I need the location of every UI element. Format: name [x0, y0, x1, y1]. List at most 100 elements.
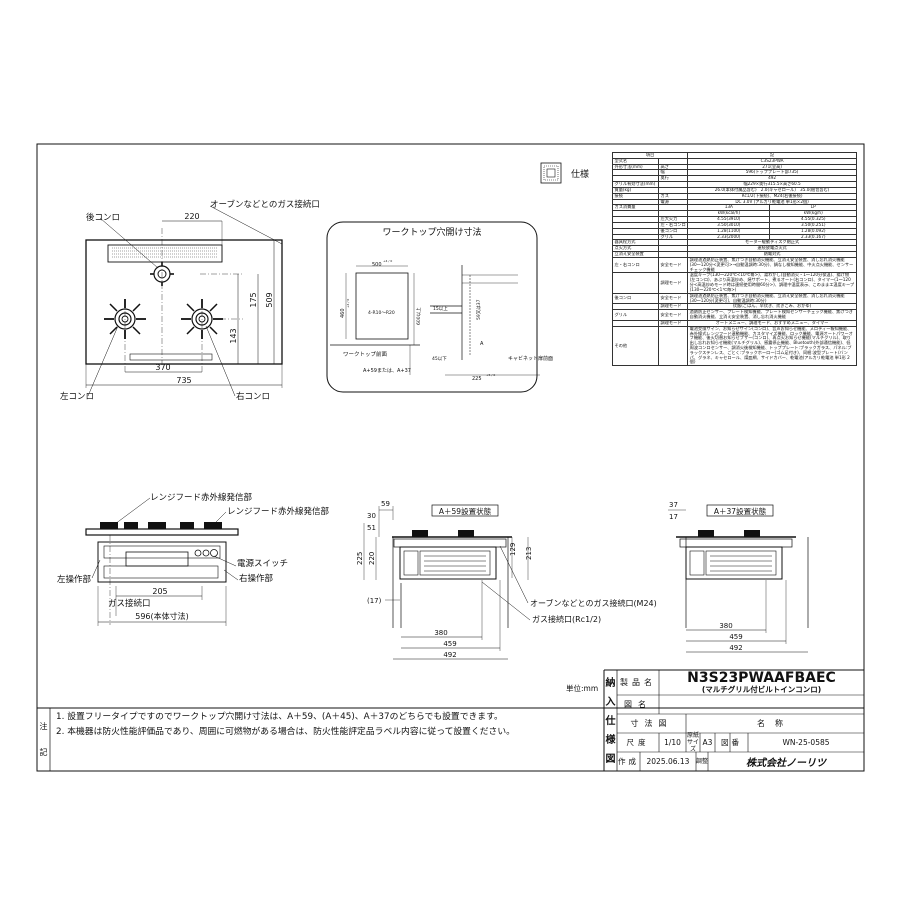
- note-1: 1. 設置フリータイプですのでワークトップ穴開け寸法は、A＋59、(A＋45)、…: [56, 712, 503, 722]
- dim-460: 460: [340, 308, 346, 318]
- spec-sublabel: 調理モード: [657, 272, 689, 294]
- dim-143: 143: [229, 328, 238, 343]
- spec-value: 調理油過熱防止装置、焦げつき自動消火機能、立消え安全装置、消し忘れ消火機能(30…: [687, 256, 857, 274]
- label-formula: A+59または、A+37: [363, 368, 411, 374]
- label-gas-rc: ガス接続口(Rc1/2): [532, 614, 601, 624]
- dim-600: 600以上: [415, 307, 422, 325]
- label-left-control: 左操作部: [57, 574, 92, 585]
- created-date: 2025.06.13: [646, 757, 690, 766]
- side59-title: A＋59設置状態: [439, 506, 492, 516]
- spec-value: 調理油過熱防止装置、焦げつき自動消火機能、立消え安全装置、消し忘れ消火機能(30…: [687, 292, 857, 305]
- spec-sublabel: 安全モード: [657, 309, 689, 321]
- product-name: N3S23PWAAFBAEC: [687, 670, 836, 686]
- spec-value: 過熱防止センサー、プレート検知機能、プレート検知センサーチェック機能、焦げつき自…: [687, 309, 857, 321]
- front-view: 205 596(本体寸法) ガス接続口 レンジフード赤外線発信部 レンジフード赤…: [57, 492, 330, 626]
- outer-frame: [36, 143, 865, 772]
- scale-value: 1/10: [664, 738, 681, 747]
- tol-225: +5 / 0: [486, 373, 495, 377]
- spec-row: 左・右コンロ安全モード調理油過熱防止装置、焦げつき自動消火機能、立消え安全装置、…: [612, 256, 857, 274]
- spec-value: 電池交換サイン、お知らせサイン(コンロ)、音声お知らせ機能、メロディー報知機能、…: [687, 325, 857, 367]
- dim-15: 15以上: [433, 305, 448, 312]
- dim-51: 51: [367, 524, 376, 532]
- notes-label-2: 記: [39, 747, 48, 757]
- plan-view: 220 370 735 143 175 509 後コンロ オーブンなどとのガス接…: [60, 199, 320, 402]
- dim-175: 175: [249, 292, 258, 307]
- dim-225-side: 225: [356, 552, 364, 565]
- dim-17-37: 17: [669, 513, 678, 521]
- number-label: 図番: [721, 738, 742, 747]
- spec-sublabel: 調理モード: [657, 303, 689, 311]
- dim-45: 45以下: [432, 356, 447, 362]
- label-left-burner: 左コンロ: [60, 391, 94, 402]
- tol-500: +4 / 0: [383, 259, 392, 263]
- side37-title: A＋37設置状態: [714, 506, 767, 516]
- dim-213: 213: [525, 547, 533, 560]
- spec-row: 調理モード温度キープ(130〜220℃<10℃毎>)、湯わかし(自動消火・1〜1…: [612, 272, 857, 294]
- dim-735: 735: [176, 376, 191, 385]
- dim-220-side: 220: [368, 552, 376, 565]
- dim-A: A: [480, 341, 484, 347]
- label-hood-ir-1: レンジフード赤外線発信部: [150, 492, 253, 503]
- drawing-name: 寸法図: [630, 719, 673, 728]
- product-subtitle: (マルチグリル付ビルトインコンロ): [701, 685, 822, 694]
- side-view-59: A＋59設置状態 (17) 59 30 51 225 220 129 213 3…: [356, 500, 657, 660]
- spec-label: グリル有効寸法(mm): [612, 181, 659, 188]
- dim-30: 30: [367, 512, 376, 520]
- label-power-switch: 電源スイッチ: [237, 559, 288, 569]
- spec-label: その他: [612, 325, 659, 367]
- label-right-control: 右操作部: [239, 573, 274, 584]
- label-right-burner: 右コンロ: [236, 391, 270, 402]
- dim-59: 59: [381, 500, 390, 508]
- cutout-view: ワークトップ穴開け寸法 500 +4 / 0 460 +4 / 0 4-R10〜…: [326, 221, 553, 393]
- dim-129: 129: [509, 543, 517, 556]
- dim-596: 596(本体寸法): [135, 611, 189, 621]
- dim-59-37: 59又は37: [475, 299, 482, 320]
- note-2: 2. 本機器は防火性能評価品であり、周囲に可燃物がある場合は、防火性能評定品ラベ…: [56, 727, 515, 737]
- product-name-label: 製品名: [620, 678, 656, 687]
- dim-37: 37: [669, 501, 678, 509]
- label-worktop-front: ワークトップ前面: [343, 350, 388, 358]
- label-gas-m24: オーブンなどとのガス接続口(M24): [530, 598, 657, 608]
- spec-row: その他電池交換サイン、お知らせサイン(コンロ)、音声お知らせ機能、メロディー報知…: [612, 325, 857, 367]
- dim-205: 205: [152, 587, 167, 596]
- cutout-title: ワークトップ穴開け寸法: [382, 226, 481, 238]
- spec-heading: 仕様: [571, 168, 589, 180]
- dim-370: 370: [155, 363, 170, 372]
- grill-vent: [107, 244, 223, 263]
- spec-label: 後コンロ: [612, 292, 659, 305]
- dim-492-37: 492: [729, 644, 742, 652]
- spec-value: 炊飯(ごはん、早炊き、炊きこみ、おかゆ): [687, 303, 857, 311]
- dim-17: (17): [367, 597, 382, 605]
- drawing-number: WN-25-0585: [782, 738, 830, 747]
- dim-380-37: 380: [719, 622, 732, 630]
- dim-500: 500: [372, 262, 382, 268]
- label-hood-ir-2: レンジフード赤外線発信部: [227, 506, 330, 517]
- side-view-37: A＋37設置状態 37 17 380 459 492: [668, 501, 809, 653]
- spec-icon: [540, 162, 562, 184]
- dim-225: 225: [472, 376, 482, 382]
- dim-459-37: 459: [729, 633, 742, 641]
- spec-sublabel: 安全モード: [657, 292, 689, 305]
- created-label: 作成: [618, 757, 639, 766]
- dim-220: 220: [184, 212, 199, 221]
- label-gas-connection: オーブンなどとのガス接続口: [210, 199, 320, 210]
- tol-460: +4 / 0: [346, 299, 350, 308]
- dim-509: 509: [265, 292, 274, 307]
- scale-label: 尺度: [626, 738, 650, 747]
- label-gas-inlet: ガス接続口: [108, 598, 151, 609]
- unit-label: 単位:mm: [566, 683, 598, 693]
- title-block-grid: [37, 669, 864, 771]
- spec-sublabel: 安全モード: [657, 256, 689, 274]
- drawing-label: 図名: [624, 700, 652, 709]
- spec-row: 後コンロ安全モード調理油過熱防止装置、焦げつき自動消火機能、立消え安全装置、消し…: [612, 292, 857, 305]
- spec-label: [612, 272, 659, 294]
- label-rear-burner: 後コンロ: [86, 212, 120, 223]
- notes-label-1: 注: [39, 721, 48, 731]
- dim-radius: 4-R10〜R20: [368, 310, 395, 316]
- company-logo: 株式会社ノーリツ: [746, 758, 826, 769]
- spec-sublabel: 左・右コンロ: [657, 221, 689, 229]
- spec-label: グリル: [612, 309, 659, 321]
